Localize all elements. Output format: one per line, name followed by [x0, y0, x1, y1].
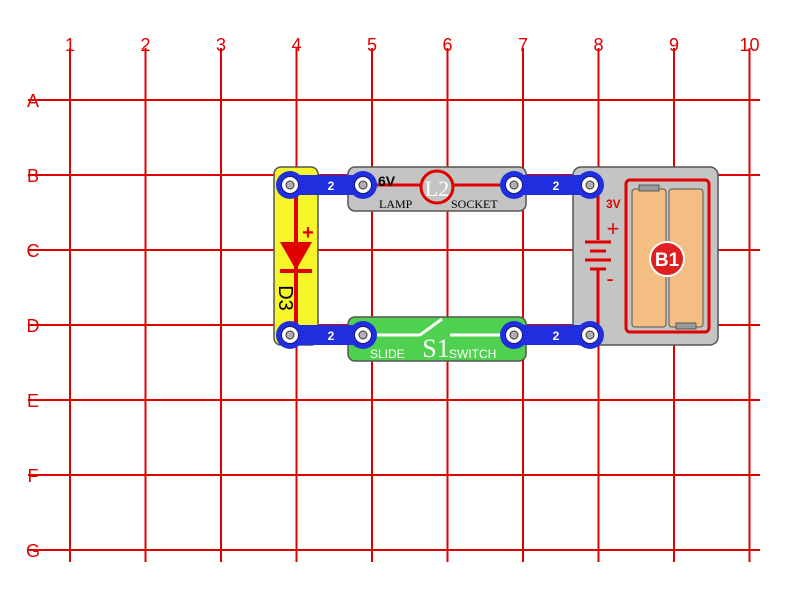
snap-connector[interactable] [500, 321, 528, 349]
column-label: 4 [291, 35, 301, 55]
column-label: 2 [140, 35, 150, 55]
row-label: A [27, 91, 39, 111]
row-label: B [27, 166, 39, 186]
column-label: 1 [65, 35, 75, 55]
wire-label: 2 [328, 179, 335, 193]
snap-connector[interactable] [576, 171, 604, 199]
slide-switch-s1[interactable]: S1 SLIDE SWITCH [347, 316, 527, 363]
wire-label: 2 [553, 329, 560, 343]
column-label: 8 [593, 35, 603, 55]
switch-label-left: SLIDE [370, 347, 405, 361]
snap-connector[interactable] [349, 171, 377, 199]
snap-connector[interactable] [349, 321, 377, 349]
switch-id: S1 [422, 334, 449, 363]
column-label: 7 [518, 35, 528, 55]
battery-id: B1 [655, 250, 680, 271]
wire-label: 2 [328, 329, 335, 343]
lamp-socket-l2[interactable]: L2 6V LAMP SOCKET [347, 166, 527, 212]
lamp-id: L2 [425, 176, 449, 201]
diode-d3[interactable]: + D3 [273, 166, 319, 346]
lamp-label-right: SOCKET [451, 197, 498, 211]
battery-voltage: 3V [606, 197, 621, 211]
snap-connector[interactable] [500, 171, 528, 199]
diode-polarity: + [302, 222, 314, 244]
lamp-bulb-icon [419, 169, 455, 205]
snap-connector[interactable] [576, 321, 604, 349]
column-label: 5 [367, 35, 377, 55]
snap-connector[interactable] [276, 171, 304, 199]
diode-symbol-icon [280, 242, 312, 270]
battery-holder-b1[interactable]: 3V + - B1 [572, 166, 719, 346]
lamp-label-left: LAMP [379, 197, 413, 211]
battery-plus: + [607, 216, 620, 241]
column-label: 10 [739, 35, 759, 55]
row-labels: A B C D E F G [26, 91, 40, 561]
diode-id: D3 [274, 285, 296, 311]
switch-lever-icon [419, 317, 443, 337]
row-label: D [27, 316, 40, 336]
battery-symbol-icon [585, 240, 611, 271]
row-label: F [28, 466, 39, 486]
snap-connector[interactable] [276, 321, 304, 349]
column-label: 3 [216, 35, 226, 55]
row-label: G [26, 541, 40, 561]
row-label: E [27, 391, 39, 411]
battery-minus: - [606, 266, 613, 291]
column-labels: 1 2 3 4 5 6 7 8 9 10 [65, 35, 760, 55]
column-label: 9 [669, 35, 679, 55]
battery-compartment [624, 178, 711, 334]
lamp-voltage: 6V [378, 173, 396, 189]
snap-connectors [276, 171, 604, 349]
column-label: 6 [442, 35, 452, 55]
row-label: C [27, 241, 40, 261]
switch-label-right: SWITCH [449, 347, 496, 361]
wire-label: 2 [553, 179, 560, 193]
